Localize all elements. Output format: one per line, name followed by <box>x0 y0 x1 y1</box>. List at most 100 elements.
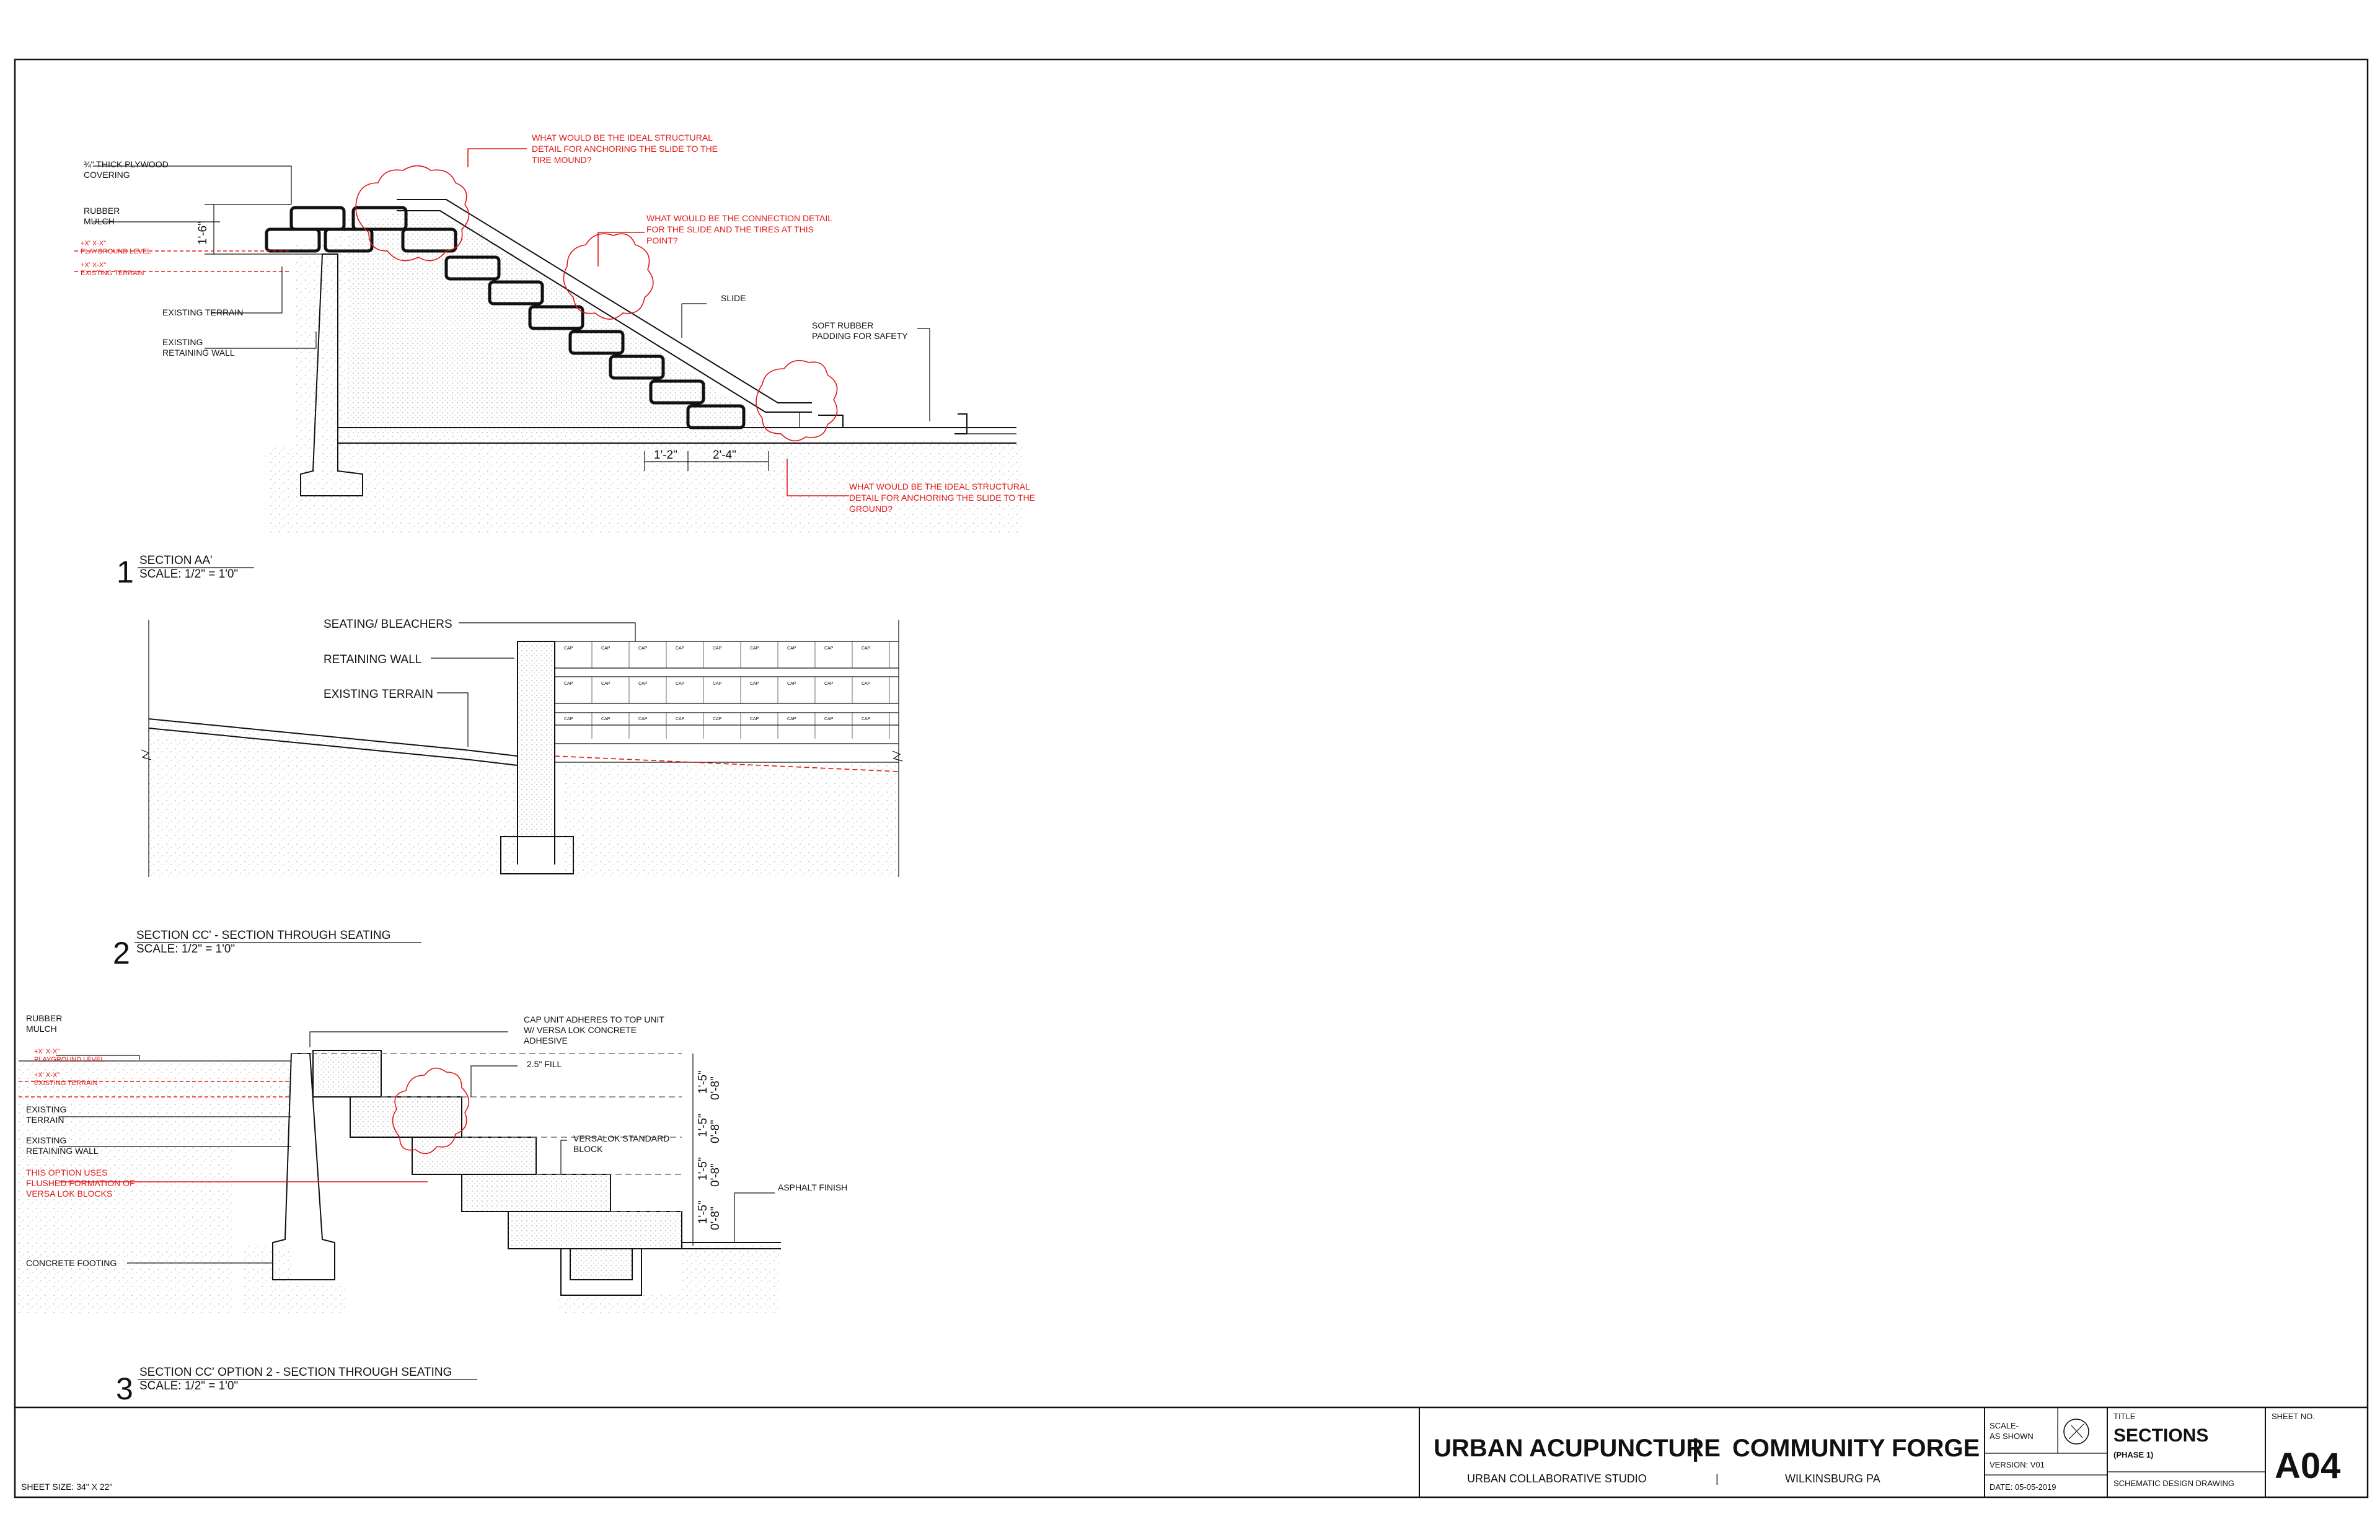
bleacher-cap-label: CAP <box>564 646 573 651</box>
note-flushed-1: THIS OPTION USES <box>26 1168 107 1177</box>
label-rubber-mulch: RUBBER <box>84 206 120 216</box>
project-separator: | <box>1692 1435 1699 1462</box>
label-retaining-wall-3: EXISTING <box>26 1135 66 1145</box>
section-3-scale: SCALE: 1/2" = 1'0" <box>139 1379 238 1393</box>
location: WILKINSBURG PA <box>1785 1472 1880 1485</box>
section-aa-drawing <box>74 148 1023 533</box>
bleacher-cap-label: CAP <box>601 682 610 686</box>
bleacher-cap-label: CAP <box>638 682 648 686</box>
label-existing-terrain-3: EXISTING <box>26 1104 66 1114</box>
label-slide: SLIDE <box>721 293 746 303</box>
client-name: COMMUNITY FORGE <box>1732 1435 1980 1462</box>
label-rubber-mulch-3: RUBBER <box>26 1013 62 1023</box>
bleacher-cap-label: CAP <box>601 646 610 651</box>
label-existing-terrain-cc: EXISTING TERRAIN <box>324 688 433 701</box>
bleacher-cap-label: CAP <box>862 682 871 686</box>
label-retaining-wall-cc: RETAINING WALL <box>324 653 421 666</box>
level-marker-existing-2: EXISTING TERRAIN <box>81 270 144 277</box>
level-3-existing-1: +X' X-X" <box>34 1071 60 1079</box>
step-dim-small-2: 0'-8" <box>709 1120 722 1143</box>
question-3-line-1: WHAT WOULD BE THE IDEAL STRUCTURAL <box>849 482 1030 491</box>
bleacher-cap-label: CAP <box>824 646 834 651</box>
section-3-title: SECTION CC' OPTION 2 - SECTION THROUGH S… <box>139 1366 452 1379</box>
title-block: SHEET SIZE: 34" X 22" URBAN ACUPUNCTURE … <box>21 1407 2340 1497</box>
note-flushed-2: FLUSHED FORMATION OF <box>26 1178 135 1188</box>
versalok-blocks <box>312 1050 682 1296</box>
sheet-no-label: SHEET NO. <box>2272 1412 2315 1421</box>
step-dim-small-4: 0'-8" <box>709 1207 722 1230</box>
title-label: TITLE <box>2113 1412 2136 1421</box>
section-cc-drawing <box>141 620 903 877</box>
label-plywood: ¾" THICK PLYWOOD <box>84 159 169 169</box>
question-1-line-1: WHAT WOULD BE THE IDEAL STRUCTURAL <box>532 133 713 143</box>
level-3-playground-1: +X' X-X" <box>34 1048 60 1055</box>
level-marker-existing-1: +X' X-X" <box>81 262 106 269</box>
question-3-line-3: GROUND? <box>849 504 892 514</box>
label-versalok-1: VERSALOK STANDARD <box>573 1133 669 1143</box>
bleacher-cap-label: CAP <box>824 682 834 686</box>
section-1-scale: SCALE: 1/2" = 1'0" <box>139 568 238 581</box>
label-existing-terrain: EXISTING TERRAIN <box>162 307 243 317</box>
question-3-line-2: DETAIL FOR ANCHORING THE SLIDE TO THE <box>849 493 1035 503</box>
north-arrow-icon <box>2063 1419 2089 1445</box>
bleacher-cap-label: CAP <box>638 646 648 651</box>
bleacher-cap-label: CAP <box>638 717 648 721</box>
bleacher-cap-label: CAP <box>713 717 722 721</box>
bleacher-cap-label: CAP <box>601 717 610 721</box>
label-versalok-2: BLOCK <box>573 1144 603 1154</box>
project-name: URBAN ACUPUNCTURE <box>1434 1435 1721 1462</box>
tire-stack <box>265 206 746 429</box>
drawing-stage: SCHEMATIC DESIGN DRAWING <box>2113 1479 2234 1488</box>
step-dim-1: 1'-5" <box>697 1070 710 1094</box>
section-cc-option2-labels: RUBBER MULCH +X' X-X" PLAYGROUND LEVEL +… <box>26 1013 847 1406</box>
section-aa-labels: ¾" THICK PLYWOOD COVERING RUBBER MULCH +… <box>81 133 1035 589</box>
bleacher-cap-label: CAP <box>862 717 871 721</box>
bleacher-cap-label: CAP <box>750 682 759 686</box>
bleacher-cap-label: CAP <box>787 646 796 651</box>
level-marker-playground-1: +X' X-X" <box>81 240 106 247</box>
bleacher-cap-label: CAP <box>564 682 573 686</box>
question-2-line-3: POINT? <box>646 235 678 245</box>
label-plywood-2: COVERING <box>84 170 130 180</box>
note-flushed-3: VERSA LOK BLOCKS <box>26 1189 112 1199</box>
label-retaining-wall-3b: RETAINING WALL <box>26 1146 99 1156</box>
sheet-border <box>14 58 2369 1498</box>
bleacher-units <box>555 641 899 763</box>
scale-label: SCALE- <box>1990 1421 2019 1430</box>
bleacher-cap-label: CAP <box>787 682 796 686</box>
section-2-title: SECTION CC' - SECTION THROUGH SEATING <box>136 929 390 942</box>
sheet-title: SECTIONS <box>2113 1425 2208 1446</box>
label-retaining-wall-2: RETAINING WALL <box>162 348 235 358</box>
level-marker-playground-2: PLAYGROUND LEVEL <box>81 248 151 255</box>
section-cc-option2-drawing <box>19 1031 781 1314</box>
sheet-phase: (PHASE 1) <box>2113 1450 2153 1459</box>
section-1-number: 1 <box>117 555 134 589</box>
bleacher-cap-label: CAP <box>713 682 722 686</box>
label-seating: SEATING/ BLEACHERS <box>324 618 452 631</box>
studio-separator: | <box>1716 1472 1719 1485</box>
scale-value: AS SHOWN <box>1990 1432 2034 1441</box>
step-dim-2: 1'-5" <box>697 1114 710 1137</box>
section-3-number: 3 <box>116 1371 133 1406</box>
sheet-size: SHEET SIZE: 34" X 22" <box>21 1482 112 1492</box>
label-soft-padding: SOFT RUBBER <box>812 320 873 330</box>
section-2-number: 2 <box>113 936 130 970</box>
label-cap-unit-1: CAP UNIT ADHERES TO TOP UNIT <box>524 1014 664 1024</box>
label-soft-padding-2: PADDING FOR SAFETY <box>812 331 908 341</box>
question-2-line-2: FOR THE SLIDE AND THE TIRES AT THIS <box>646 224 814 234</box>
dim-b: 2'-4" <box>713 449 736 462</box>
step-dim-small-1: 0'-8" <box>709 1076 722 1100</box>
step-dim-4: 1'-5" <box>697 1200 710 1224</box>
bleacher-cap-label: CAP <box>862 646 871 651</box>
label-asphalt: ASPHALT FINISH <box>778 1182 847 1192</box>
level-3-playground-2: PLAYGROUND LEVEL <box>34 1056 105 1063</box>
bleacher-cap-label: CAP <box>564 717 573 721</box>
bleacher-cap-label: CAP <box>676 682 685 686</box>
section-1-title: SECTION AA' <box>139 554 213 567</box>
label-concrete-footing: CONCRETE FOOTING <box>26 1258 117 1268</box>
dim-a: 1'-2" <box>654 449 677 462</box>
question-1-line-3: TIRE MOUND? <box>532 155 592 165</box>
studio-name: URBAN COLLABORATIVE STUDIO <box>1467 1472 1647 1485</box>
label-retaining-wall: EXISTING <box>162 337 203 347</box>
